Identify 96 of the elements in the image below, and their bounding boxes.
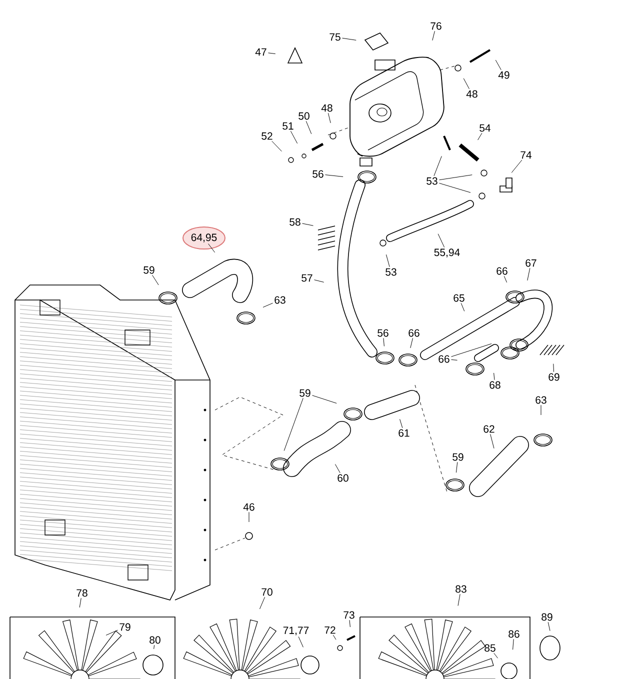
leader-line — [324, 174, 344, 177]
callout-number: 78 — [76, 589, 88, 597]
leader-line — [410, 338, 414, 348]
leader-line — [152, 274, 159, 286]
leader-line — [495, 60, 502, 70]
leader-line — [306, 120, 312, 134]
leader-line — [458, 594, 460, 606]
leader-line — [328, 112, 331, 124]
callout-number: 66 — [408, 329, 420, 337]
leader-line — [450, 343, 492, 357]
callout-number: 80 — [150, 636, 160, 644]
callout-number: 86 — [508, 630, 520, 638]
callout-number: 56 — [312, 170, 324, 178]
callout-number: 49 — [498, 71, 510, 79]
leader-line — [548, 622, 550, 632]
callout-number: 56 — [378, 329, 388, 337]
callout-number: 71,77 — [283, 626, 309, 636]
callout-number: 58 — [290, 218, 300, 226]
callout-number: 75 — [330, 33, 340, 41]
leader-line — [106, 630, 118, 636]
callout-number: 69 — [548, 373, 560, 381]
leader-line — [512, 638, 514, 650]
callout-number: 63 — [536, 396, 546, 404]
leader-line — [154, 644, 155, 650]
callout-number: 65 — [454, 294, 464, 302]
leader-line — [494, 372, 495, 380]
leader-line — [439, 174, 472, 180]
leader-line — [79, 598, 82, 608]
callout-number: 55,94 — [434, 248, 460, 258]
leader-line — [450, 359, 458, 360]
leader-line — [463, 78, 470, 90]
callout-number: 47 — [255, 48, 266, 56]
leader-line — [432, 30, 435, 41]
leader-line — [208, 244, 216, 253]
leader-line — [268, 52, 276, 54]
leader-line — [478, 132, 482, 140]
callout-number: 66 — [496, 267, 508, 275]
callout-number: 76 — [430, 22, 442, 30]
callout-number: 53 — [426, 177, 438, 185]
leader-line — [511, 160, 522, 173]
callout-number: 70 — [262, 588, 272, 596]
leader-line — [504, 276, 508, 283]
callout-number: 48 — [321, 104, 332, 112]
leader-line — [259, 596, 266, 610]
leader-line — [312, 395, 337, 404]
callout-number: 62 — [484, 425, 494, 433]
callout-number: 83 — [456, 585, 466, 593]
callout-number: 57 — [302, 274, 312, 282]
callout-number: 73 — [344, 611, 354, 619]
leader-line — [460, 302, 465, 312]
leader-line — [456, 462, 458, 473]
leader-line — [302, 223, 314, 226]
callout-number: 67 — [526, 259, 536, 267]
callout-number: 59 — [452, 453, 464, 461]
callout-number: 85 — [484, 644, 496, 652]
callout-number: 64,95 — [191, 234, 217, 242]
callout-number: 53 — [386, 268, 396, 276]
leader-line — [439, 182, 471, 193]
leader-line — [349, 620, 350, 628]
leader-line — [490, 434, 494, 449]
callout-number: 72 — [324, 626, 336, 634]
callout-number: 50 — [298, 112, 310, 120]
leader-line — [386, 254, 390, 268]
callout-number: 61 — [398, 429, 410, 437]
callout-number: 60 — [338, 474, 348, 482]
callout-number: 63 — [274, 296, 286, 304]
callout-number: 48 — [466, 90, 478, 98]
callout-number: 51 — [282, 122, 294, 130]
leader-line — [284, 398, 304, 451]
callout-number: 59 — [144, 266, 154, 274]
callout-number: 66 — [438, 355, 450, 363]
leader-line — [527, 268, 530, 281]
callout-number: 52 — [262, 132, 272, 140]
callout-number: 68 — [490, 381, 500, 389]
leader-line — [332, 634, 336, 640]
leader-line — [334, 464, 340, 474]
callout-number: 46 — [243, 503, 254, 511]
leader-line — [314, 280, 324, 282]
leader-line — [383, 338, 384, 346]
leader-line — [400, 418, 403, 428]
leader-line — [540, 404, 542, 416]
leader-line — [494, 652, 498, 658]
leader-line — [272, 140, 282, 152]
leader-line — [342, 38, 356, 40]
callout-number: 89 — [542, 613, 552, 621]
leader-line — [298, 636, 304, 648]
leader-line — [553, 364, 554, 372]
callout-number: 79 — [120, 623, 130, 631]
callout-number: 54 — [480, 124, 491, 132]
callout-number: 74 — [520, 151, 532, 159]
leader-line — [248, 512, 250, 522]
leader-line — [434, 156, 442, 176]
callout-number: 59 — [300, 389, 310, 397]
leader-line — [438, 234, 445, 248]
leader-line — [290, 130, 298, 144]
leader-line — [262, 302, 273, 308]
